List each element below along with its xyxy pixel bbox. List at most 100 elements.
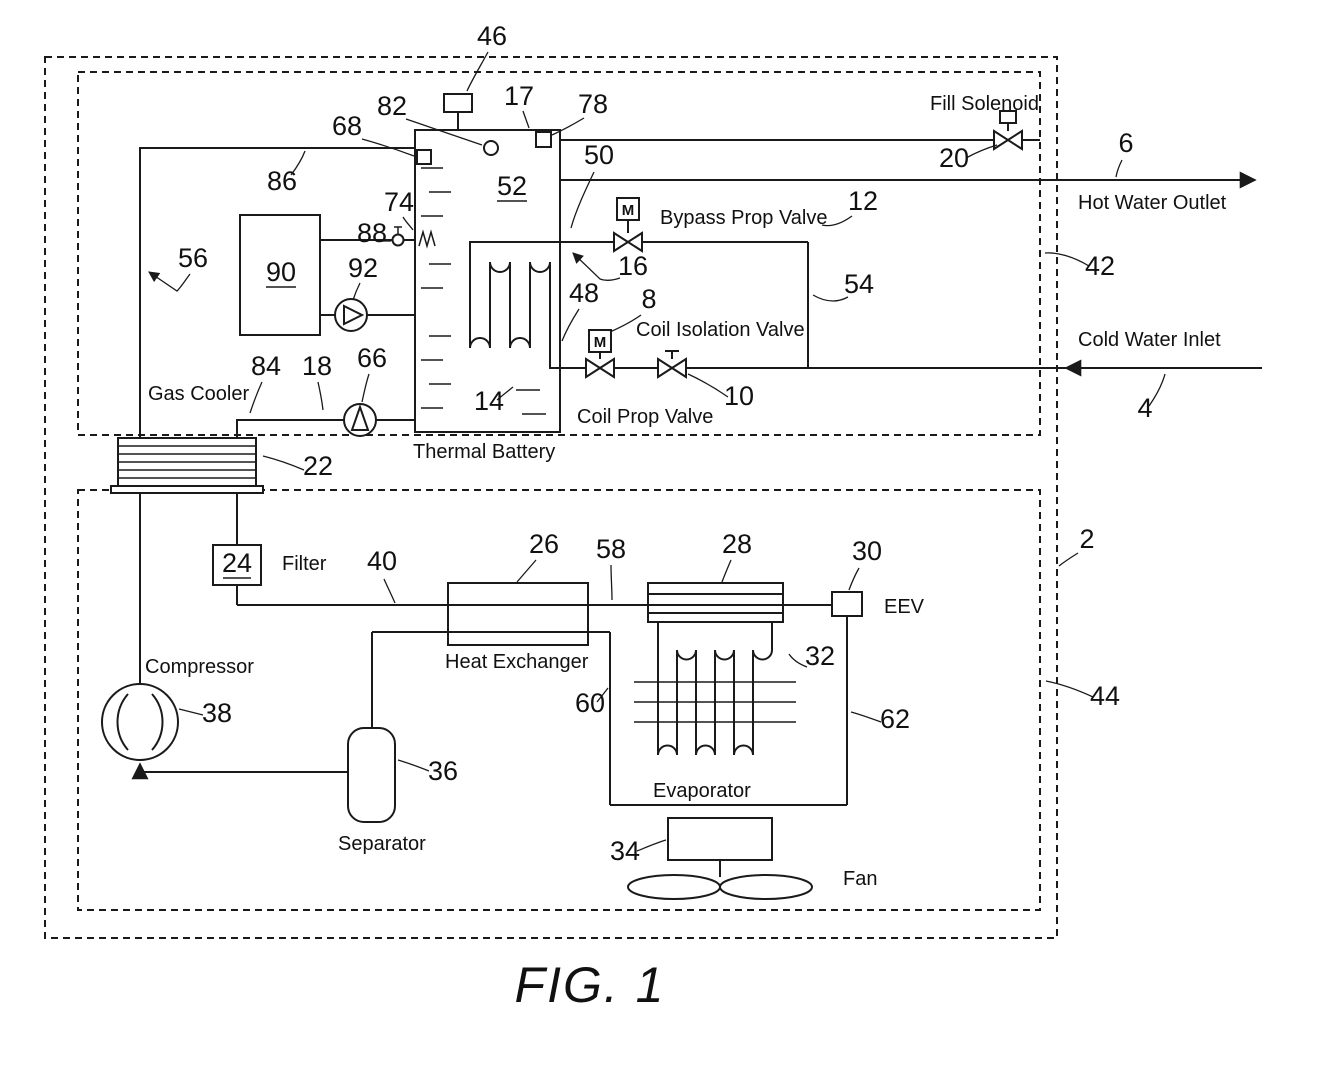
evaporator-header: [647, 582, 784, 623]
ref-8: 8: [641, 284, 656, 314]
battery-fittings: [391, 93, 552, 247]
evaporator-coil: [657, 623, 773, 756]
thermal-battery-tank: [414, 129, 561, 433]
ref-62: 62: [880, 704, 910, 734]
ref-66: 66: [357, 343, 387, 373]
eev-body: [831, 591, 863, 617]
refrigerant-piping: [131, 493, 848, 806]
separator-label: Separator: [338, 833, 426, 855]
heater-element-icon: [418, 229, 436, 249]
leader-54: [812, 294, 849, 302]
bypass-valve-motor-letter: M: [622, 202, 635, 219]
ref-88: 88: [357, 218, 387, 248]
fill-solenoid-valve-icon: [993, 129, 1023, 151]
leader-44: [1045, 680, 1094, 698]
leader-2: [1058, 552, 1079, 567]
thermal-battery-label: Thermal Battery: [413, 441, 555, 463]
ref-26: 26: [529, 529, 559, 559]
coil-prop-valve-icon: [657, 357, 687, 379]
leader-26: [516, 559, 537, 583]
fan-blade-icon: [627, 874, 721, 900]
leader-34: [636, 839, 667, 852]
compressor-scroll-arc: [151, 693, 164, 751]
gas-cooler: [110, 437, 264, 494]
ref-90: 90: [266, 257, 296, 287]
evaporator-label: Evaporator: [653, 780, 751, 802]
compressor-icon: [101, 683, 179, 761]
ref-74: 74: [384, 187, 414, 217]
ref-38: 38: [202, 698, 232, 728]
ref-18: 18: [302, 351, 332, 381]
pumps: [334, 298, 377, 437]
ref-78: 78: [578, 89, 608, 119]
valves: [585, 110, 1023, 379]
cold-water-inlet-label: Cold Water Inlet: [1078, 329, 1221, 351]
eev-label: EEV: [884, 596, 925, 618]
fill-solenoid-label: Fill Solenoid: [930, 93, 1039, 115]
evaporator-fins: [634, 681, 796, 723]
flow-arrows: [148, 252, 621, 292]
ref-92: 92: [348, 253, 378, 283]
leader-48: [561, 308, 580, 342]
ref-10: 10: [724, 381, 754, 411]
coil-prop-valve-label: Coil Prop Valve: [577, 406, 713, 428]
leader-66: [361, 373, 370, 403]
leader-58: [610, 564, 613, 601]
fitting-78: [535, 131, 552, 148]
fan-blade-icon: [719, 874, 813, 900]
leader-22: [262, 455, 305, 471]
ref-16: 16: [618, 251, 648, 281]
ref-36: 36: [428, 756, 458, 786]
leader-50: [570, 171, 595, 229]
ref-12: 12: [848, 186, 878, 216]
leader-86: [290, 150, 306, 176]
gas-cooler-label: Gas Cooler: [148, 383, 249, 405]
leader-40: [383, 578, 396, 604]
ref-54: 54: [844, 269, 874, 299]
pump-66-rotor: [350, 403, 370, 431]
ref-60: 60: [575, 688, 605, 718]
leader-18: [317, 381, 324, 411]
ref-32: 32: [805, 641, 835, 671]
fitting-68: [416, 149, 432, 165]
fill-solenoid-coil-box: [999, 110, 1017, 124]
leader-30: [848, 567, 860, 591]
ref-58: 58: [596, 534, 626, 564]
leader-62: [850, 711, 882, 723]
fan-motor-box: [667, 817, 773, 861]
battery-heat-exchange-coil: [469, 241, 560, 369]
ref-24: 24: [222, 548, 252, 578]
filter-label: Filter: [282, 553, 327, 575]
sensor-82-icon: [483, 140, 499, 156]
leader-84: [249, 381, 263, 414]
ref-84: 84: [251, 351, 281, 381]
leader-20: [965, 144, 998, 159]
thermal-battery-internals: [418, 167, 560, 415]
leader-74: [402, 216, 414, 231]
ref-20: 20: [939, 143, 969, 173]
controller-box-90: [239, 214, 321, 336]
flow-arrow-16: [572, 252, 621, 282]
component-bodies: [212, 129, 863, 861]
leader-42: [1044, 252, 1090, 267]
gas-cooler-base-plate: [110, 485, 264, 494]
refrigerant-circuit-boundary: [77, 489, 1041, 911]
ref-30: 30: [852, 536, 882, 566]
leader-38: [178, 708, 204, 716]
water-circuit-boundary: [77, 71, 1041, 436]
ref-50: 50: [584, 140, 614, 170]
leader-68: [361, 138, 415, 157]
leader-82: [405, 118, 483, 146]
heat-exchanger-label: Heat Exchanger: [445, 651, 589, 673]
compressor-label: Compressor: [145, 656, 254, 678]
ref-22: 22: [303, 451, 333, 481]
leader-17: [522, 110, 530, 129]
leader-46: [466, 51, 489, 92]
leader-6: [1115, 159, 1123, 178]
isolation-valve-motor-letter: M: [594, 334, 607, 351]
ref-6: 6: [1118, 128, 1133, 158]
ref-28: 28: [722, 529, 752, 559]
leader-78: [551, 117, 585, 136]
